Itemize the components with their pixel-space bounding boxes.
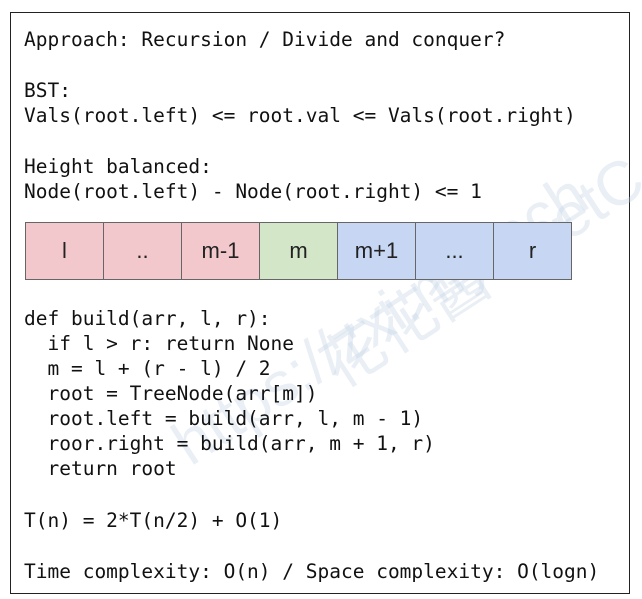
recurrence-line: T(n) = 2*T(n/2) + O(1) bbox=[24, 509, 283, 532]
bst-label: BST: bbox=[24, 79, 71, 102]
array-cells: l .. m-1 m m+1 ... r bbox=[25, 222, 572, 280]
array-cell-r: r bbox=[494, 223, 572, 279]
array-cell-left-ellipsis: .. bbox=[104, 223, 182, 279]
array-cell-m-minus-1: m-1 bbox=[182, 223, 260, 279]
code-line-left: root.left = build(arr, l, m - 1) bbox=[24, 407, 424, 430]
bst-rule: Vals(root.left) <= root.val <= Vals(root… bbox=[24, 104, 576, 127]
balanced-rule: Node(root.left) - Node(root.right) <= 1 bbox=[24, 180, 482, 203]
approach-line: Approach: Recursion / Divide and conquer… bbox=[24, 28, 506, 51]
code-line-if: if l > r: return None bbox=[24, 332, 295, 355]
array-cell-l: l bbox=[26, 223, 104, 279]
code-line-mid: m = l + (r - l) / 2 bbox=[24, 357, 271, 380]
complexity-line: Time complexity: O(n) / Space complexity… bbox=[24, 560, 600, 583]
array-cell-right-ellipsis: ... bbox=[416, 223, 494, 279]
code-line-root: root = TreeNode(arr[m]) bbox=[24, 382, 318, 405]
code-line-right: roor.right = build(arr, m + 1, r) bbox=[24, 432, 435, 455]
array-cell-m: m bbox=[260, 223, 338, 279]
code-line-def: def build(arr, l, r): bbox=[24, 307, 271, 330]
array-cell-m-plus-1: m+1 bbox=[338, 223, 416, 279]
balanced-label: Height balanced: bbox=[24, 155, 212, 178]
slide-frame bbox=[10, 12, 630, 594]
code-line-return: return root bbox=[24, 457, 177, 480]
